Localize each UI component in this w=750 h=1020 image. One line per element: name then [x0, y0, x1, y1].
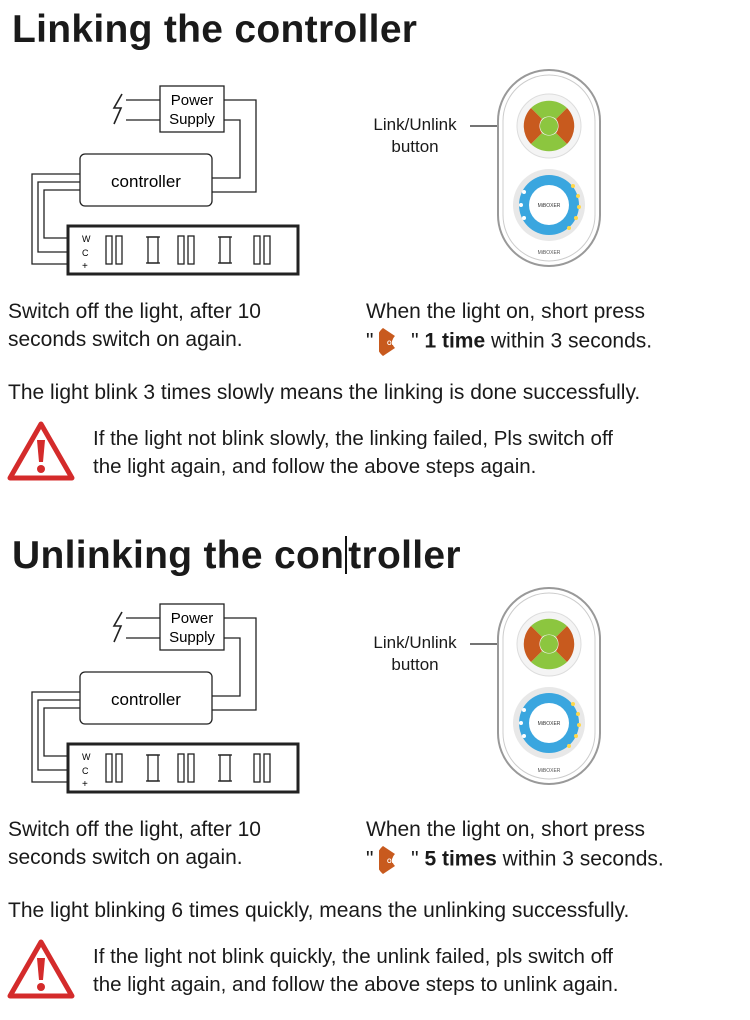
svg-text:+: +	[82, 779, 88, 790]
warning-triangle-icon	[7, 421, 75, 481]
off-button	[556, 108, 575, 144]
power-supply-label: Power	[171, 92, 214, 109]
power-supply-label: Supply	[169, 629, 215, 646]
svg-text:ON: ON	[387, 341, 396, 347]
result-text: The light blinking 6 times quickly, mean…	[8, 899, 630, 922]
on-button-icon: ON	[379, 328, 396, 356]
result-text: The light blink 3 times slowly means the…	[8, 381, 641, 404]
warning-text: If the light not blink quickly, the unli…	[93, 945, 619, 996]
svg-text:W: W	[82, 234, 91, 244]
left-instruction: Switch off the light, after 10 seconds s…	[8, 818, 261, 869]
warning-text: If the light not blink slowly, the linki…	[93, 427, 613, 478]
on-button-icon: ON	[379, 846, 396, 874]
svg-text:C: C	[82, 766, 89, 776]
svg-text:MiBOXER: MiBOXER	[538, 203, 561, 209]
text-cursor	[345, 536, 348, 574]
svg-text:C: C	[82, 248, 89, 258]
link-unlink-button	[523, 108, 542, 144]
brightness-up-button	[531, 618, 567, 637]
power-supply-box	[159, 603, 225, 651]
controller-box	[79, 671, 213, 725]
svg-text:MiBOXER: MiBOXER	[538, 250, 561, 256]
right-instruction: When the light on, short press " ON " 1 …	[366, 298, 652, 358]
remote-callout-label: Link/Unlink button	[373, 115, 457, 156]
controller-label: controller	[111, 690, 181, 709]
brightness-up-button	[531, 100, 567, 119]
section-title-linking: Linking the controller	[12, 8, 418, 51]
svg-text:MiBOXER: MiBOXER	[538, 721, 561, 727]
off-button	[556, 626, 575, 662]
controller-label: controller	[111, 172, 181, 191]
power-supply-label: Power	[171, 610, 214, 627]
lightning-icon	[112, 93, 123, 125]
right-instruction: When the light on, short press " ON " 5 …	[366, 816, 664, 876]
svg-text:+: +	[82, 261, 88, 272]
warning-triangle-icon	[7, 939, 75, 999]
svg-text:MiBOXER: MiBOXER	[538, 768, 561, 774]
controller-box	[79, 153, 213, 207]
remote-callout-label: Link/Unlink button	[373, 633, 457, 674]
remote-control-unlinking: MiBOXER MiBOXER	[497, 587, 601, 785]
remote-control-linking: MiBOXER MiBOXER	[497, 69, 601, 267]
brightness-down-button	[531, 651, 567, 670]
power-supply-box	[159, 85, 225, 133]
lightning-icon	[112, 611, 123, 643]
brightness-down-button	[531, 133, 567, 152]
svg-text:W: W	[82, 752, 91, 762]
left-instruction: Switch off the light, after 10 seconds s…	[8, 300, 261, 351]
power-supply-label: Supply	[169, 111, 215, 128]
svg-text:ON: ON	[387, 859, 396, 865]
wiring-diagram-linking: Power Supply controller W C +	[31, 85, 300, 276]
wiring-diagram-unlinking: Power Supply controller W C +	[31, 603, 300, 794]
link-unlink-button	[523, 626, 542, 662]
